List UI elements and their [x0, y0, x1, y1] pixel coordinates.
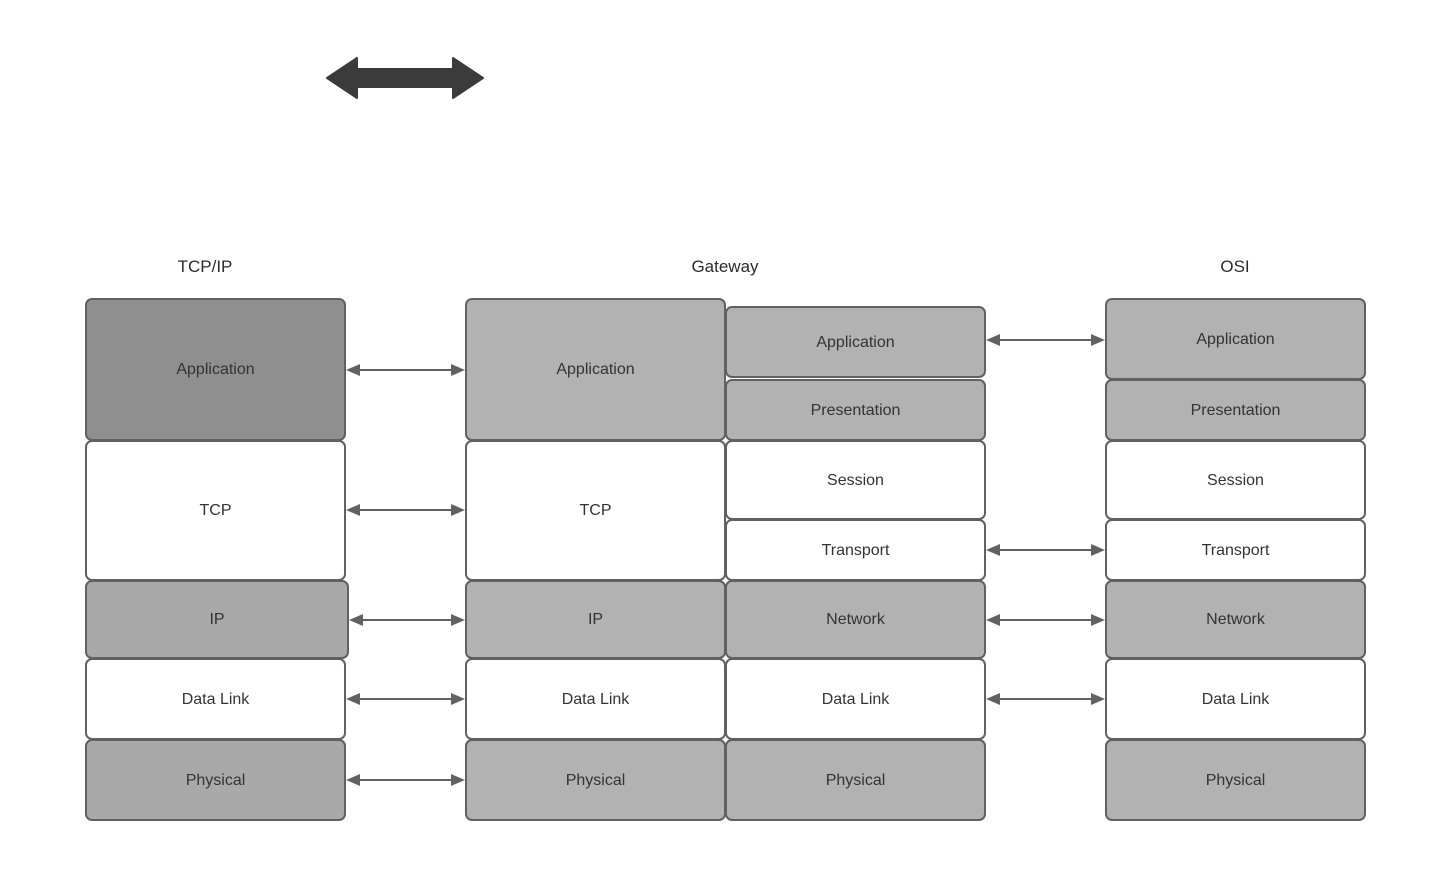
connector-tcpip-gateway-physical: [346, 770, 465, 790]
gateway-right-layer-physical: Physical: [725, 739, 986, 821]
tcpip-layer-data-link: Data Link: [85, 658, 346, 740]
gateway-right-layer-network: Network: [725, 580, 986, 659]
tcpip-layer-ip: IP: [85, 580, 349, 659]
connector-gateway-osi-data-link: [986, 689, 1105, 709]
bidirectional-arrow: [325, 53, 485, 103]
gateway-right-layer-presentation: Presentation: [725, 379, 986, 441]
gateway-right-layer-application: Application: [725, 306, 986, 378]
gateway-left-layer-tcp: TCP: [465, 440, 726, 581]
connector-tcpip-gateway-data-link: [346, 689, 465, 709]
gateway-right-layer-transport: Transport: [725, 519, 986, 581]
tcpip-layer-application: Application: [85, 298, 346, 441]
connector-gateway-osi-application: [986, 330, 1105, 350]
connector-tcpip-gateway-application: [346, 360, 465, 380]
connector-tcpip-gateway-ip: [349, 610, 465, 630]
column-header-tcpip: TCP/IP: [177, 257, 233, 276]
connector-gateway-osi-transport: [986, 540, 1105, 560]
osi-layer-application: Application: [1105, 298, 1366, 380]
osi-layer-network: Network: [1105, 580, 1366, 659]
gateway-right-layer-session: Session: [725, 440, 986, 520]
gateway-left-layer-ip: IP: [465, 580, 726, 659]
gateway-left-layer-physical: Physical: [465, 739, 726, 821]
gateway-left-layer-data-link: Data Link: [465, 658, 726, 740]
connector-gateway-osi-network: [986, 610, 1105, 630]
connector-tcpip-gateway-tcp: [346, 500, 465, 520]
osi-layer-transport: Transport: [1105, 519, 1366, 581]
osi-layer-data-link: Data Link: [1105, 658, 1366, 740]
gateway-left-layer-application: Application: [465, 298, 726, 441]
tcpip-layer-tcp: TCP: [85, 440, 346, 581]
column-header-gateway: Gateway: [691, 257, 759, 276]
gateway-right-layer-data-link: Data Link: [725, 658, 986, 740]
column-header-osi: OSI: [1220, 257, 1250, 276]
osi-layer-session: Session: [1105, 440, 1366, 520]
osi-layer-physical: Physical: [1105, 739, 1366, 821]
osi-layer-presentation: Presentation: [1105, 379, 1366, 441]
tcpip-layer-physical: Physical: [85, 739, 346, 821]
